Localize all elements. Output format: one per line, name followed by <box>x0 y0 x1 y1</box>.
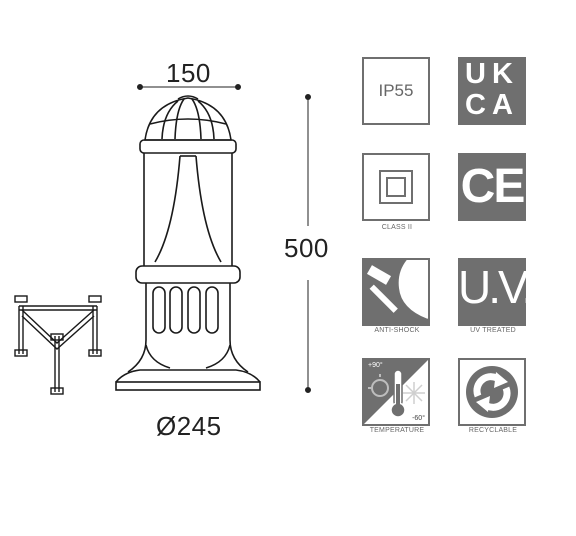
height-dimension-line <box>305 94 311 393</box>
height-dimension-label: 500 <box>284 233 329 263</box>
uv-label: U.V. <box>458 261 534 313</box>
temperature-min-label: -60° <box>412 415 425 422</box>
ip55-icon: IP55 <box>362 57 430 125</box>
ce-label: CE <box>460 160 526 213</box>
temperature-caption: TEMPERATURE <box>369 427 425 434</box>
base-diameter-label: Ø245 <box>156 411 222 441</box>
class-ii-icon <box>362 153 430 221</box>
width-dimension-label: 150 <box>166 58 211 88</box>
width-dimension-line <box>137 84 241 90</box>
ce-icon: CE <box>458 153 526 221</box>
anti-shock-caption: ANTI-SHOCK <box>374 327 420 334</box>
uv-treated-icon: U.V. <box>458 258 534 326</box>
recyclable-caption: RECYCLABLE <box>468 427 518 434</box>
temperature-icon: +90° -60° <box>362 358 430 426</box>
ip55-label: IP55 <box>378 81 414 100</box>
bollard-lamp-drawing <box>115 95 261 391</box>
temperature-max-label: +90° <box>368 362 383 369</box>
anti-shock-icon <box>362 258 430 326</box>
ukca-label: UK CA <box>465 58 519 121</box>
anchor-bracket-drawing <box>14 295 102 395</box>
ukca-icon: UK CA <box>458 57 526 125</box>
recyclable-icon <box>458 358 526 426</box>
uv-treated-caption: UV TREATED <box>470 327 516 334</box>
class-ii-caption: CLASS II <box>381 224 413 231</box>
